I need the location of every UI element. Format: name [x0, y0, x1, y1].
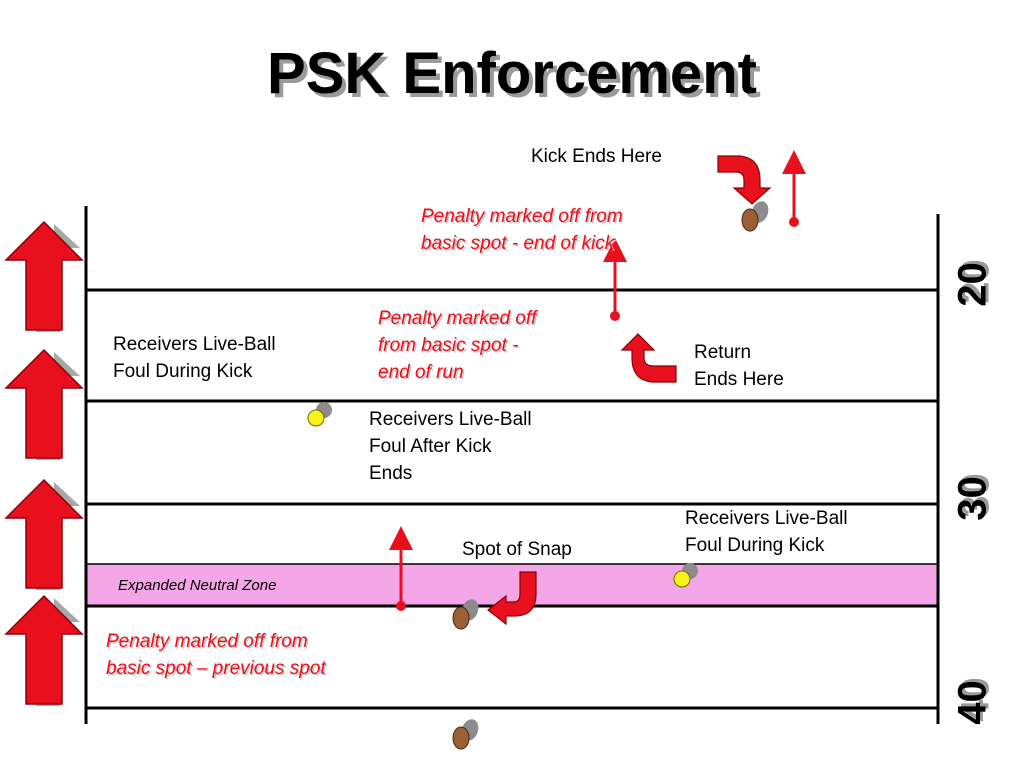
- enforcement-arrow-previous-spot: [389, 526, 413, 611]
- penalty-end-of-kick-line: basic spot - end of kick: [421, 233, 615, 254]
- kick-ends-curved-arrow-icon: [717, 155, 772, 205]
- label-line: Receivers Live-Ball: [113, 334, 276, 355]
- label-line: Ends Here: [694, 369, 784, 390]
- enforcement-arrow-end-of-run: [603, 238, 627, 321]
- yard-number-20: 20: [950, 262, 995, 307]
- penalty-end-of-kick-line: Penalty marked off from: [421, 206, 623, 227]
- label-line: basic spot – previous spot: [106, 658, 326, 679]
- ball-kick-end-icon: [741, 201, 769, 232]
- label-line: Penalty marked off: [378, 308, 537, 329]
- page-title: PSK Enforcement: [267, 41, 757, 106]
- direction-arrow-icon: [4, 478, 84, 590]
- yard-number-30: 30: [950, 476, 995, 521]
- foul-marker-icon: [673, 563, 698, 588]
- label-line: Return: [694, 342, 752, 363]
- penalty-end-of-run-label: Penalty marked off from basic spot - end…: [378, 305, 536, 386]
- label-line: Foul During Kick: [685, 535, 825, 556]
- receivers-foul-after-kick-label: Receivers Live-Ball Foul After Kick Ends: [369, 406, 532, 487]
- neutral-zone-band: [86, 564, 938, 606]
- label-line: Receivers Live-Ball: [685, 508, 848, 529]
- penalty-previous-spot-label: Penalty marked off from basic spot – pre…: [106, 628, 326, 682]
- receivers-foul-during-kick-left-label: Receivers Live-Ball Foul During Kick: [113, 331, 276, 385]
- direction-arrow-icon: [4, 348, 84, 460]
- direction-arrow-icon: [4, 594, 84, 706]
- foul-marker-icon: [307, 402, 332, 427]
- label-line: Receivers Live-Ball: [369, 409, 532, 430]
- spot-of-snap-label: Spot of Snap: [462, 539, 572, 560]
- snap-curved-arrow-icon: [487, 571, 537, 626]
- receivers-foul-during-kick-right-label: Receivers Live-Ball Foul During Kick: [685, 505, 848, 559]
- return-ends-label: Return Ends Here: [694, 339, 784, 393]
- penalty-end-of-kick-label: Penalty marked off from basic spot - end…: [421, 203, 623, 257]
- label-line: Ends: [369, 463, 413, 484]
- return-ends-curved-arrow-icon: [620, 333, 677, 383]
- neutral-zone-label: Expanded Neutral Zone: [118, 577, 277, 594]
- enforcement-arrow-end-of-kick: [782, 150, 806, 227]
- ball-snap-icon: [452, 599, 479, 630]
- label-line: Foul During Kick: [113, 361, 253, 382]
- label-line: Foul After Kick: [369, 436, 492, 457]
- ball-bottom-icon: [452, 719, 479, 750]
- kick-ends-label: Kick Ends Here: [531, 146, 662, 167]
- label-line: end of run: [378, 362, 464, 383]
- yard-number-40: 40: [950, 680, 995, 725]
- label-line: Penalty marked off from: [106, 631, 308, 652]
- label-line: from basic spot -: [378, 335, 519, 356]
- direction-arrow-icon: [4, 220, 84, 332]
